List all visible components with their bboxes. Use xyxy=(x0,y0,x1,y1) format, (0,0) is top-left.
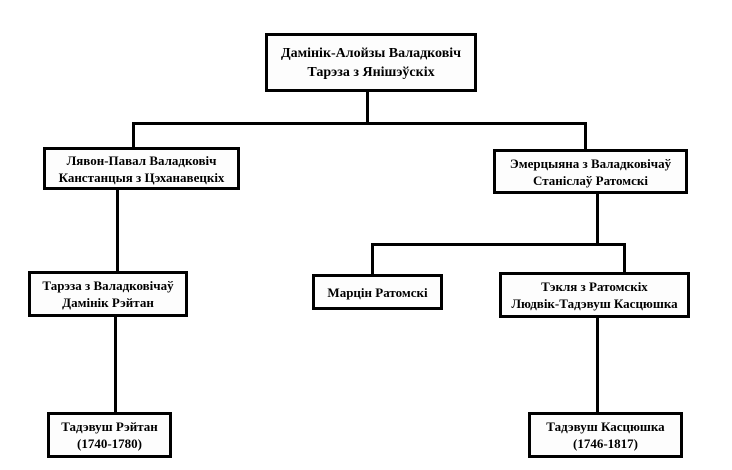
connector-gen3-right-drop xyxy=(623,243,626,274)
person-name: Лявон-Павал Валадковіч xyxy=(66,152,217,168)
life-dates: (1746-1817) xyxy=(573,436,638,451)
person-name: Дамінік-Алойзы Валадковіч xyxy=(280,45,462,61)
connector-gen3right-to-gen4right xyxy=(596,316,599,414)
connector-gen3-middle-drop xyxy=(371,243,374,276)
person-name: Тэкля з Ратомскіх xyxy=(541,279,648,294)
node-emertsyyana-valadkovich: Эмерцыяна з Валадковічаў Станіслаў Ратом… xyxy=(493,149,688,194)
node-teklya-ratomskaya: Тэкля з Ратомскіх Людвік-Тадэвуш Касцюшк… xyxy=(499,272,690,318)
person-name: Марцін Ратомскі xyxy=(327,284,428,300)
connector-gen3left-to-gen4left xyxy=(114,315,117,414)
connector-gen2-left-drop xyxy=(132,122,135,149)
node-martsin-ratomski: Марцін Ратомскі xyxy=(312,274,443,310)
node-tadevush-kastsyushka: Тадэвуш Касцюшка (1746-1817) xyxy=(528,412,683,458)
person-name: Тадэвуш Рэйтан xyxy=(61,419,158,434)
person-name: Тадэвуш Касцюшка xyxy=(546,419,665,434)
spouse-name: Канстанцыя з Цэханавецкіх xyxy=(58,169,225,185)
person-name: Тарэза з Валадковічаў xyxy=(42,278,174,293)
spouse-name: Тарэза з Янішэўскіх xyxy=(307,64,435,80)
node-tadevush-reytan: Тадэвуш Рэйтан (1740-1780) xyxy=(47,412,172,458)
spouse-name: Станіслаў Ратомскі xyxy=(533,172,648,188)
connector-gen2left-to-gen3left xyxy=(116,189,119,273)
node-daminik-aloyzy-valadkovich: Дамінік-Алойзы Валадковіч Тарэза з Янішэ… xyxy=(265,33,477,92)
connector-gen2right-down xyxy=(596,193,599,245)
spouse-name: Людвік-Тадэвуш Касцюшка xyxy=(511,296,678,311)
life-dates: (1740-1780) xyxy=(77,436,142,451)
person-name: Эмерцыяна з Валадковічаў xyxy=(509,155,672,171)
connector-gen3-horizontal xyxy=(371,243,626,246)
connector-root-down xyxy=(366,90,369,125)
connector-gen2-horizontal xyxy=(132,122,587,125)
node-lyavon-paval-valadkovich: Лявон-Павал Валадковіч Канстанцыя з Цэха… xyxy=(43,147,240,190)
node-tareza-valadkovich: Тарэза з Валадковічаў Дамінік Рэйтан xyxy=(28,271,188,317)
connector-gen2-right-drop xyxy=(584,122,587,151)
spouse-name: Дамінік Рэйтан xyxy=(62,295,154,310)
